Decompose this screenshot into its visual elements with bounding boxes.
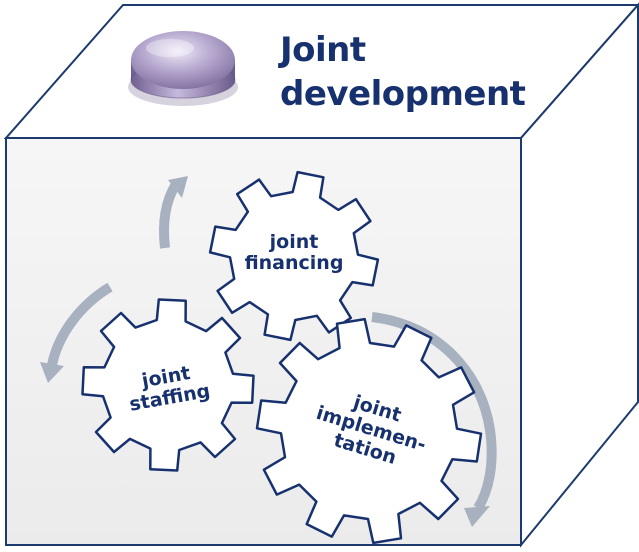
diagram-title: Joint development <box>280 28 540 116</box>
arrow-down-left <box>47 282 113 367</box>
gear-label-financing-line-1: joint <box>269 231 319 253</box>
gear-implementation <box>255 317 483 545</box>
title-line-1: Joint <box>280 30 366 70</box>
gear-staffing <box>81 298 255 472</box>
title-line-2: development <box>280 74 526 114</box>
gear-label-financing: joint financing <box>236 232 352 274</box>
gear-label-financing-line-2: financing <box>244 252 344 274</box>
arrow-head-up <box>168 176 188 198</box>
arrow-head-bottom <box>464 506 490 527</box>
arrow-heads <box>40 176 490 527</box>
gear-layer <box>81 170 483 545</box>
arrow-head-down-left <box>40 362 64 383</box>
arrow-up-left <box>159 181 181 249</box>
round-button-icon <box>128 31 238 106</box>
